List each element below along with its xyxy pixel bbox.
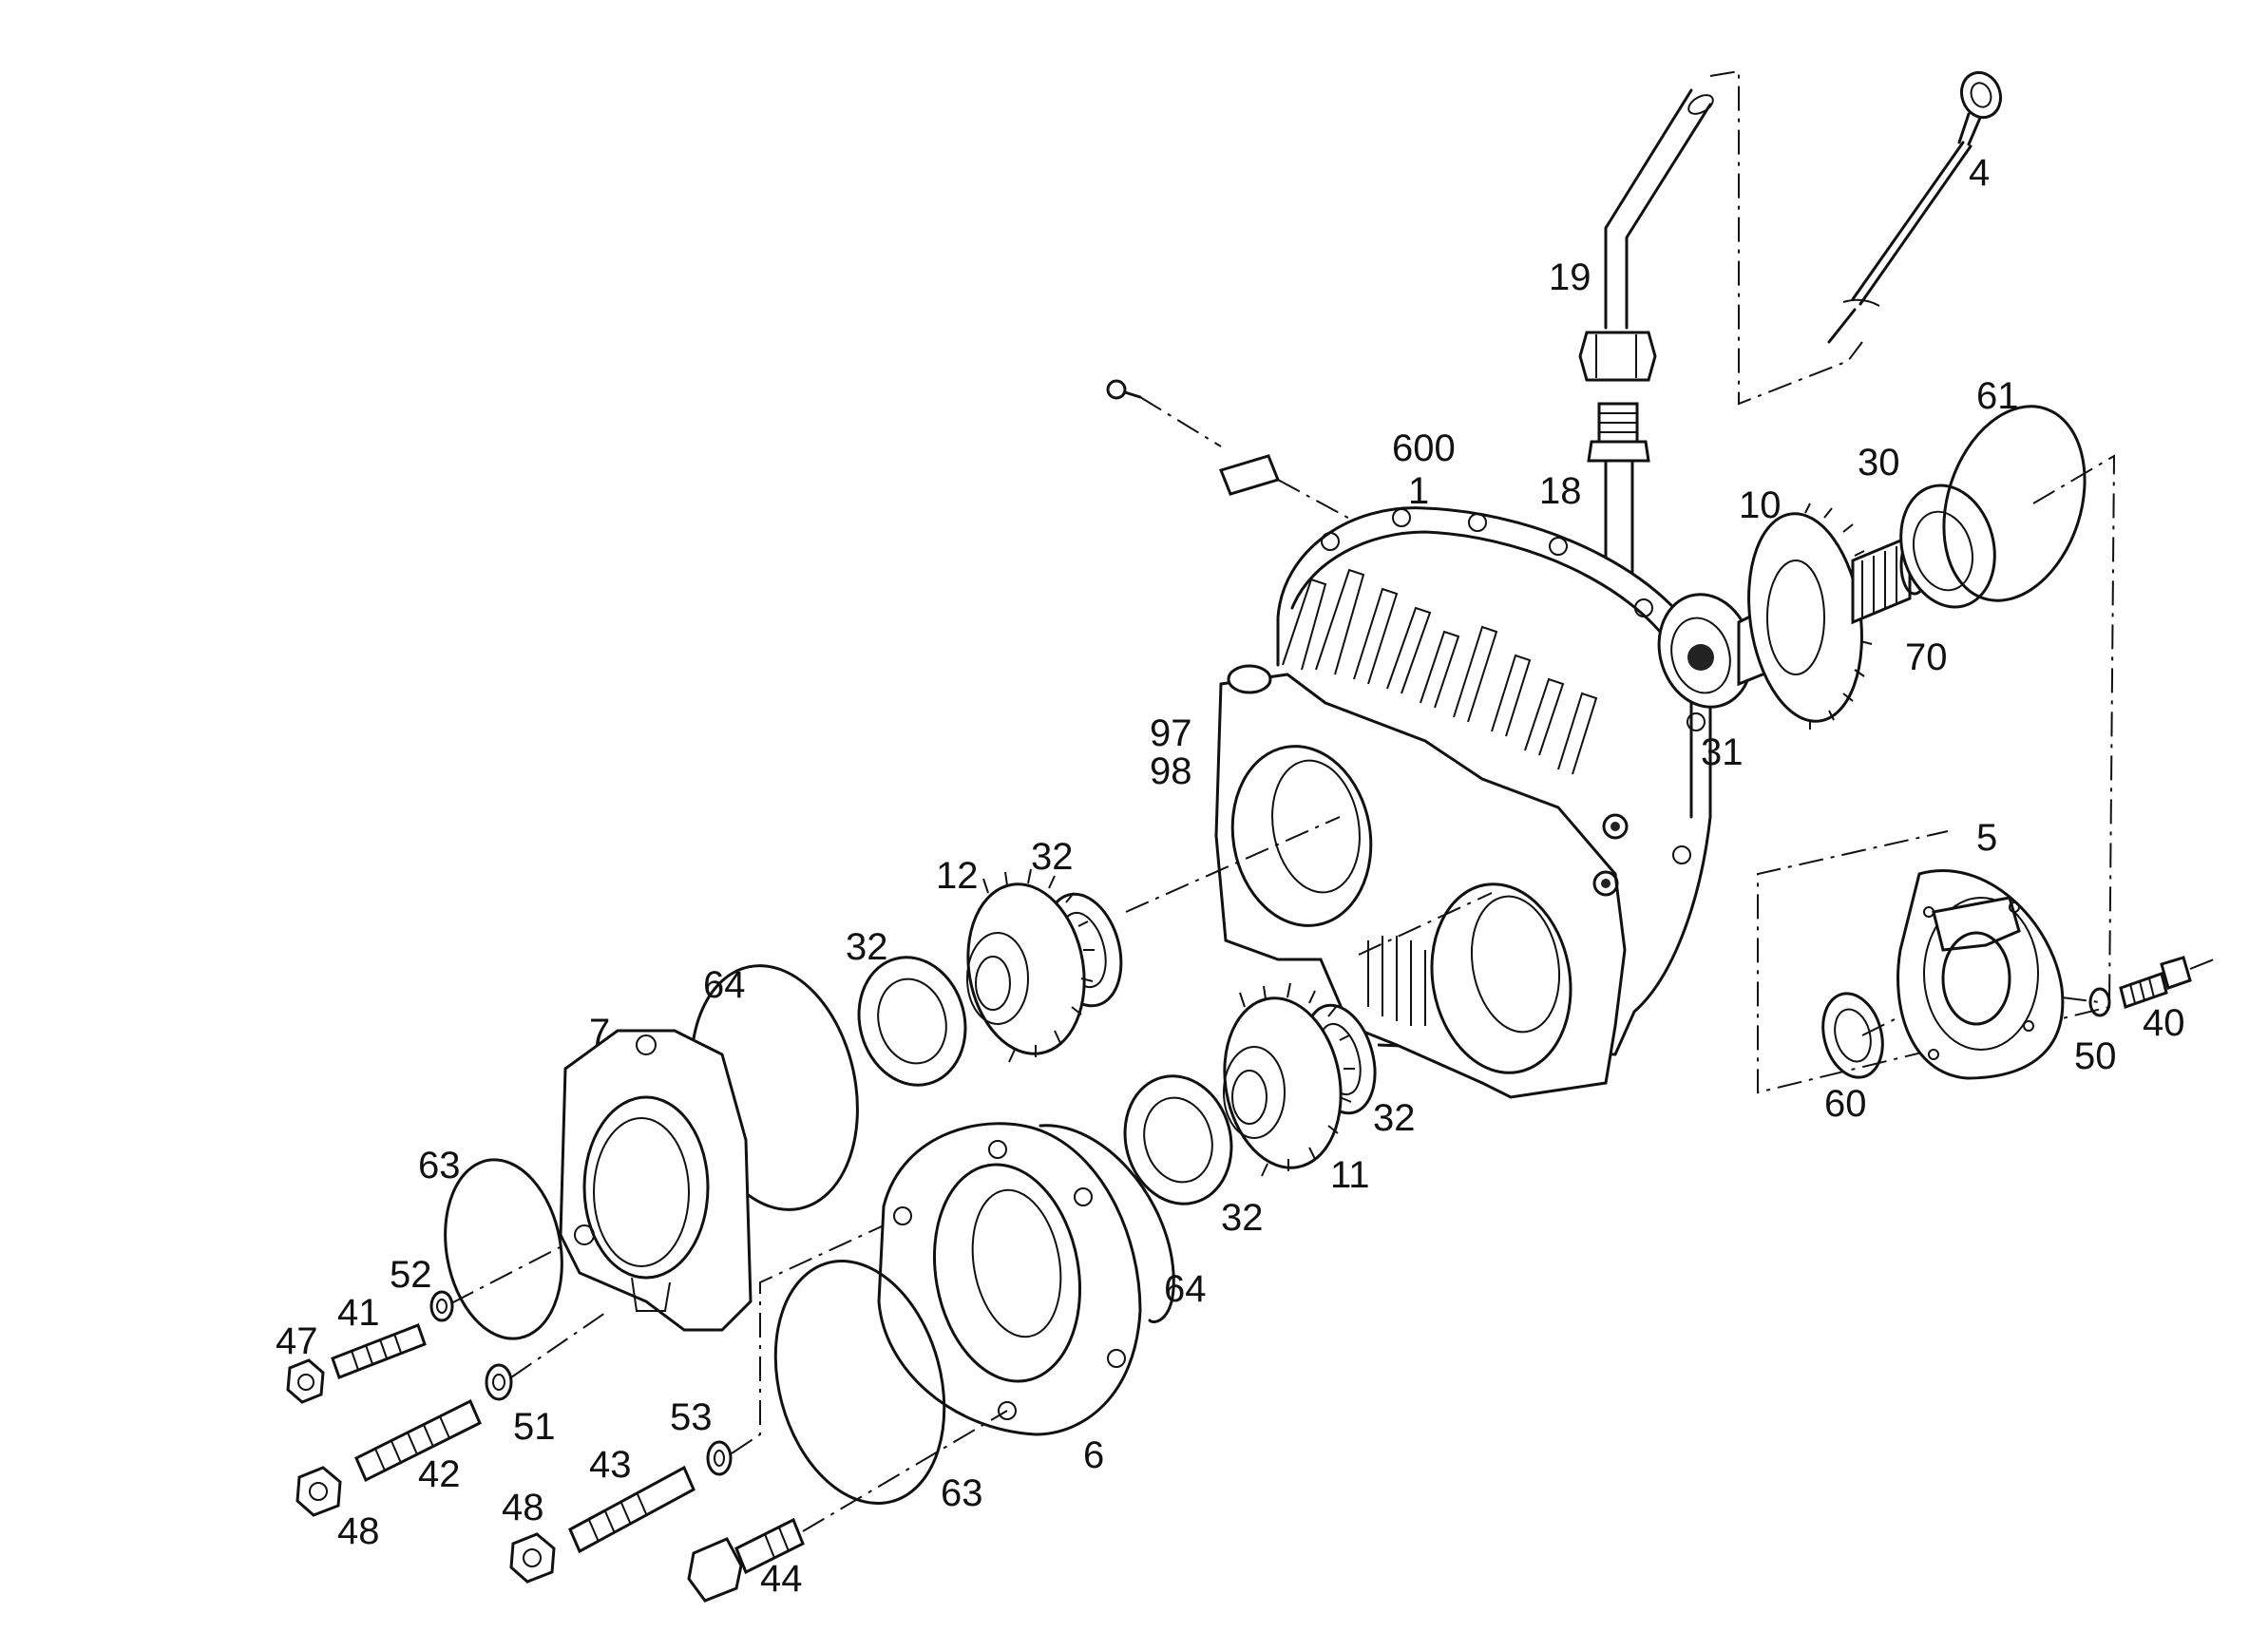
part-19-breather-pipe — [1578, 88, 1714, 382]
part-5-end-cover — [1896, 869, 2065, 1080]
part-41-stud — [331, 1323, 427, 1379]
callout-30: 30 — [1858, 442, 1900, 484]
part-43-stud — [568, 1465, 696, 1554]
callout-64-right: 64 — [1164, 1268, 1207, 1310]
part-1-main-housing — [1214, 506, 1712, 1099]
callout-97: 97 — [1150, 712, 1192, 754]
callout-4: 4 — [1969, 152, 1990, 194]
part-7-bearing-cover — [559, 1029, 753, 1332]
callout-31: 31 — [1701, 731, 1744, 773]
part-11-gear — [1123, 982, 1377, 1205]
callout-32-bottom: 32 — [1221, 1197, 1264, 1239]
callout-51: 51 — [513, 1406, 556, 1448]
part-6-flange-cover — [877, 1122, 1142, 1436]
part-48-nut-lower — [509, 1532, 556, 1584]
callout-70: 70 — [1905, 636, 1948, 678]
part-42-stud — [354, 1398, 482, 1483]
leader-line-housing-shaft — [1125, 816, 1493, 956]
leader-line-61-frame — [1757, 454, 2116, 1094]
callout-43: 43 — [589, 1444, 632, 1486]
callout-40: 40 — [2143, 1002, 2185, 1044]
callout-41: 41 — [337, 1292, 380, 1334]
leader-line-40 — [1861, 958, 2215, 1036]
part-44-bolt — [687, 1517, 805, 1603]
leader-line-fasteners — [450, 1224, 1008, 1532]
callout-44: 44 — [760, 1558, 803, 1600]
callout-60: 60 — [1824, 1083, 1867, 1125]
callout-6: 6 — [1083, 1434, 1104, 1476]
callout-32-top-right: 32 — [1031, 836, 1074, 878]
callout-64-left: 64 — [703, 964, 746, 1006]
part-51-washer — [485, 1363, 513, 1401]
callout-labels: 4 19 600 1 18 61 30 10 70 31 97 98 5 40 … — [276, 152, 2185, 1600]
callout-52: 52 — [390, 1254, 432, 1296]
leader-line-4-19 — [1709, 69, 1863, 406]
part-47-nut — [286, 1358, 325, 1404]
part-63-o-ring-left — [444, 1158, 563, 1340]
callout-12: 12 — [936, 855, 979, 897]
callout-600: 600 — [1392, 427, 1456, 469]
callout-61: 61 — [1976, 375, 2019, 417]
callout-42: 42 — [418, 1453, 461, 1495]
callout-11: 11 — [1330, 1154, 1370, 1196]
part-12-gear — [857, 868, 1123, 1087]
part-53-washer — [706, 1440, 733, 1476]
callout-63-right: 63 — [941, 1472, 983, 1514]
callout-32-top-left: 32 — [846, 926, 888, 968]
callout-18: 18 — [1539, 470, 1582, 512]
callout-7: 7 — [589, 1012, 610, 1053]
part-64-o-ring-right — [1039, 1124, 1175, 1323]
part-small-screw-plug — [1106, 379, 1281, 496]
part-40-bolt — [2119, 956, 2192, 1009]
part-63-o-ring-right — [773, 1260, 946, 1505]
callout-53: 53 — [670, 1396, 713, 1438]
callout-63-left: 63 — [418, 1145, 461, 1186]
callout-50: 50 — [2074, 1035, 2117, 1077]
callout-32-right: 32 — [1373, 1097, 1416, 1139]
part-10-input-shaft-gear — [1657, 405, 2087, 730]
callout-98: 98 — [1150, 750, 1192, 792]
callout-48-upper: 48 — [337, 1510, 380, 1552]
callout-47: 47 — [276, 1320, 318, 1362]
callout-5: 5 — [1976, 817, 1997, 859]
callout-10: 10 — [1739, 484, 1782, 526]
part-48-nut-upper — [295, 1466, 342, 1517]
callout-19: 19 — [1549, 256, 1591, 298]
callout-1: 1 — [1408, 470, 1429, 512]
part-52-washer — [429, 1290, 454, 1322]
part-50-washer — [2088, 987, 2111, 1017]
callout-48-lower: 48 — [502, 1487, 544, 1528]
part-4-dipstick — [1827, 70, 2003, 344]
